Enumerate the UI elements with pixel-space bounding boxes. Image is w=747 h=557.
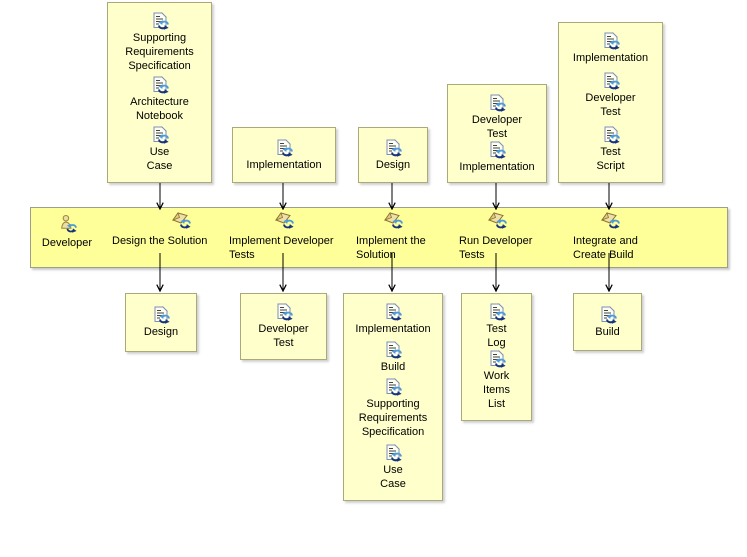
artifact-build[interactable]: Build: [346, 341, 440, 374]
task-icon: [487, 211, 507, 229]
artifact-work-items-list[interactable]: Work Items List: [464, 350, 529, 411]
artifact-label: Test Log: [486, 323, 507, 349]
artifact-label: Implementation: [355, 323, 431, 335]
artifact-icon: [488, 303, 506, 321]
artifact-label: Implementation: [246, 158, 322, 171]
artifact-label: Use Case: [146, 146, 173, 172]
artifact-icon: [384, 378, 402, 396]
artifact-icon: [275, 139, 293, 157]
artifact-label: Developer Test: [471, 114, 523, 140]
artifact-icon: [488, 141, 506, 159]
artifact-label: Test Script: [596, 146, 625, 172]
task-design-the-solution[interactable]: Design the Solution: [112, 235, 208, 247]
task-implement-developer-tests[interactable]: Implement Developer Tests: [229, 235, 334, 261]
task-implement-the-solution[interactable]: Implement the Solution: [356, 235, 426, 261]
artifact-use-case[interactable]: Use Case: [346, 444, 440, 491]
role-icon: [58, 214, 77, 233]
artifact-icon: [152, 306, 170, 324]
artifact-icon: [384, 139, 402, 157]
role-developer[interactable]: Developer: [35, 214, 99, 250]
artifact-icon: [275, 303, 293, 321]
artifact-icon: [602, 72, 620, 90]
artifact-label: Build: [595, 325, 620, 338]
artifact-implementation[interactable]: Implementation: [561, 32, 660, 65]
artifact-implementation[interactable]: Implementation: [346, 303, 440, 336]
role-label: Developer: [41, 237, 93, 249]
artifact-developer-test[interactable]: Developer Test: [450, 94, 544, 141]
artifact-implementation[interactable]: Implementation: [235, 139, 333, 172]
artifact-icon: [602, 32, 620, 50]
artifact-label: Architecture Notebook: [130, 96, 189, 122]
task-icon: [274, 211, 294, 229]
artifact-build[interactable]: Build: [576, 306, 639, 339]
artifact-label: Design: [143, 326, 179, 338]
artifact-icon: [384, 444, 402, 462]
artifact-developer-test[interactable]: Developer Test: [561, 72, 660, 119]
task-integrate-and-create-build[interactable]: Integrate and Create Build: [573, 235, 638, 261]
artifact-label: Design: [375, 158, 411, 171]
artifact-icon: [599, 306, 617, 324]
output-box-integrate-and-create-build: Build: [573, 293, 642, 351]
input-arrows: [160, 183, 609, 209]
input-box-implement-developer-tests: Implementation: [232, 127, 336, 183]
input-box-run-developer-tests: Developer Test Implementation: [447, 84, 547, 183]
artifact-label: Developer Test: [258, 323, 309, 349]
artifact-label: Work Items List: [483, 370, 510, 410]
task-icon: [383, 211, 403, 229]
artifact-icon: [384, 303, 402, 321]
artifact-test-script[interactable]: Test Script: [561, 126, 660, 173]
task-icon: [600, 211, 620, 229]
artifact-label: Implementation: [459, 161, 535, 173]
artifact-label: Supporting Requirements Specification: [125, 32, 194, 72]
input-box-implement-the-solution: Design: [358, 127, 428, 183]
artifact-use-case[interactable]: Use Case: [110, 126, 209, 173]
artifact-developer-test[interactable]: Developer Test: [243, 303, 324, 350]
output-box-implement-developer-tests: Developer Test: [240, 293, 327, 360]
input-box-integrate-and-create-build: Implementation Developer Test Test Scrip…: [558, 22, 663, 183]
artifact-implementation[interactable]: Implementation: [450, 141, 544, 174]
artifact-supporting-requirements-specification[interactable]: Supporting Requirements Specification: [346, 378, 440, 439]
output-box-run-developer-tests: Test Log Work Items List: [461, 293, 532, 421]
task-run-developer-tests[interactable]: Run Developer Tests: [459, 235, 533, 261]
artifact-label: Supporting Requirements Specification: [358, 398, 428, 439]
output-box-design-the-solution: Design: [125, 293, 197, 352]
output-box-implement-the-solution: Implementation Build Supporting Requirem…: [343, 293, 443, 501]
artifact-test-log[interactable]: Test Log: [464, 303, 529, 350]
artifact-icon: [384, 341, 402, 359]
artifact-label: Developer Test: [585, 92, 636, 118]
artifact-icon: [488, 350, 506, 368]
artifact-icon: [151, 126, 169, 144]
artifact-label: Implementation: [572, 52, 649, 64]
artifact-icon: [602, 126, 620, 144]
artifact-icon: [151, 12, 169, 30]
task-icon: [171, 211, 191, 229]
input-box-design-the-solution: Supporting Requirements Specification Ar…: [107, 2, 212, 183]
artifact-design[interactable]: Design: [361, 139, 425, 172]
artifact-icon: [151, 76, 169, 94]
artifact-supporting-requirements-specification[interactable]: Supporting Requirements Specification: [110, 12, 209, 73]
artifact-architecture-notebook[interactable]: Architecture Notebook: [110, 76, 209, 123]
artifact-icon: [488, 94, 506, 112]
artifact-label: Build: [380, 360, 406, 373]
artifact-label: Use Case: [380, 463, 406, 490]
artifact-design[interactable]: Design: [128, 306, 194, 339]
developer-swimlane-band: Developer Design the Solution Implement …: [30, 207, 728, 268]
